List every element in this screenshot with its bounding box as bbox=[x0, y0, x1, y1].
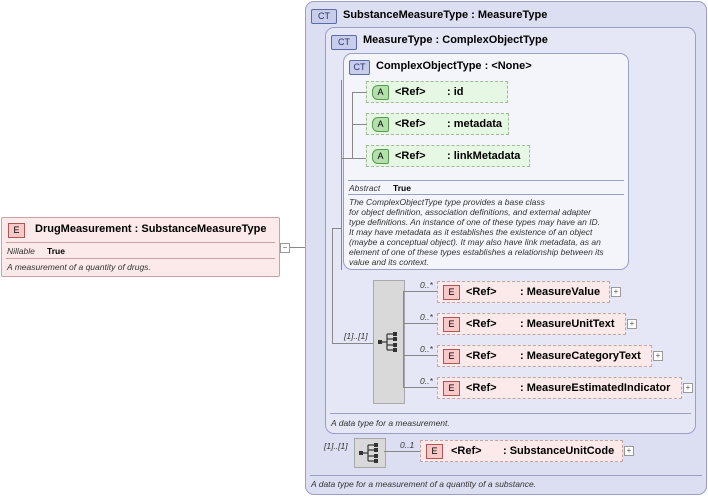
expand-toggle[interactable]: + bbox=[653, 351, 663, 361]
attribute-id[interactable]: A <Ref> : id bbox=[366, 81, 508, 103]
element-badge: E bbox=[8, 223, 25, 238]
connector-line bbox=[332, 343, 374, 344]
complex-object-type-title: ComplexObjectType : <None> bbox=[376, 60, 532, 72]
element-substance-unit-code[interactable]: E <Ref> : SubstanceUnitCode bbox=[420, 440, 623, 462]
sequence-cardinality: [1]..[1] bbox=[324, 441, 348, 451]
expand-toggle[interactable]: + bbox=[683, 383, 693, 393]
element-ref: <Ref> bbox=[466, 318, 497, 330]
element-name: : SubstanceUnitCode bbox=[503, 445, 615, 457]
attribute-ref: <Ref> bbox=[395, 86, 426, 98]
element-badge: E bbox=[443, 381, 460, 396]
connector-line bbox=[403, 387, 437, 388]
substance-measure-type-title: SubstanceMeasureType : MeasureType bbox=[343, 9, 548, 21]
abstract-label: Abstract bbox=[349, 183, 381, 193]
root-element-box[interactable]: E DrugMeasurement : SubstanceMeasureType… bbox=[1, 217, 280, 277]
attribute-badge: A bbox=[372, 85, 389, 100]
separator bbox=[6, 258, 275, 259]
connector-line bbox=[332, 228, 333, 343]
attribute-badge: A bbox=[372, 149, 389, 164]
separator bbox=[348, 180, 624, 181]
attribute-link-metadata[interactable]: A <Ref> : linkMetadata bbox=[366, 145, 530, 167]
connector-line bbox=[332, 228, 342, 229]
connector-line bbox=[341, 158, 367, 159]
attribute-name: : metadata bbox=[447, 118, 503, 130]
sequence-compositor[interactable] bbox=[373, 280, 405, 404]
element-badge: E bbox=[426, 444, 443, 459]
complex-type-badge: CT bbox=[349, 60, 370, 75]
complex-object-type-description-line: element of one of these types establishe… bbox=[349, 247, 604, 257]
connector-line bbox=[403, 355, 437, 356]
sequence-compositor[interactable] bbox=[354, 438, 386, 468]
root-element-name: DrugMeasurement : SubstanceMeasureType bbox=[35, 223, 266, 235]
connector-line bbox=[341, 80, 342, 270]
complex-object-type-description-line: type definitions. An instance of one of … bbox=[349, 217, 601, 227]
separator bbox=[330, 413, 691, 414]
connector-line bbox=[352, 92, 367, 93]
element-cardinality: 0..* bbox=[420, 376, 433, 386]
separator bbox=[310, 475, 702, 476]
connector-line bbox=[403, 323, 437, 324]
measure-type-description: A data type for a measurement. bbox=[331, 418, 450, 428]
substance-measure-type-description: A data type for a measurement of a quant… bbox=[311, 479, 537, 489]
connector-line bbox=[352, 92, 353, 158]
connector-line bbox=[352, 124, 367, 125]
element-name: : MeasureCategoryText bbox=[520, 350, 641, 362]
element-badge: E bbox=[443, 349, 460, 364]
complex-type-badge: CT bbox=[331, 35, 357, 50]
element-name: : MeasureEstimatedIndicator bbox=[520, 382, 671, 394]
sequence-cardinality: [1]..[1] bbox=[344, 331, 368, 341]
element-cardinality: 0..1 bbox=[400, 440, 415, 450]
element-name: : MeasureValue bbox=[520, 286, 601, 298]
root-element-type: : SubstanceMeasureType bbox=[134, 223, 267, 235]
connector-line bbox=[403, 291, 437, 292]
complex-object-type-description-line: value and its context. bbox=[349, 257, 429, 267]
element-badge: E bbox=[443, 317, 460, 332]
attribute-name: : linkMetadata bbox=[447, 150, 521, 162]
measure-type-title: MeasureType : ComplexObjectType bbox=[363, 34, 548, 46]
element-cardinality: 0..* bbox=[420, 312, 433, 322]
element-measure-category-text[interactable]: E <Ref> : MeasureCategoryText bbox=[437, 345, 652, 367]
nillable-value: True bbox=[47, 246, 65, 256]
complex-object-type-description-line: The ComplexObjectType type provides a ba… bbox=[349, 197, 545, 207]
element-measure-value[interactable]: E <Ref> : MeasureValue bbox=[437, 281, 610, 303]
abstract-value: True bbox=[393, 183, 411, 193]
element-badge: E bbox=[443, 285, 460, 300]
complex-object-type-description-line: (maybe a conceptual object). It may also… bbox=[349, 237, 601, 247]
complex-object-type-description-line: for object definition, association defin… bbox=[349, 207, 591, 217]
expand-toggle[interactable]: − bbox=[280, 243, 290, 253]
element-name: : MeasureUnitText bbox=[520, 318, 615, 330]
connector-line bbox=[403, 291, 404, 387]
attribute-ref: <Ref> bbox=[395, 118, 426, 130]
expand-toggle[interactable]: + bbox=[627, 319, 637, 329]
root-element-description: A measurement of a quantity of drugs. bbox=[7, 262, 151, 272]
attribute-badge: A bbox=[372, 117, 389, 132]
attribute-name: : id bbox=[447, 86, 464, 98]
element-ref: <Ref> bbox=[466, 350, 497, 362]
nillable-label: Nillable bbox=[7, 246, 35, 256]
connector-line bbox=[290, 247, 314, 248]
complex-object-type-description-line: It may have metadata as it establishes t… bbox=[349, 227, 593, 237]
sequence-icon bbox=[378, 332, 397, 352]
separator bbox=[348, 194, 624, 195]
element-measure-estimated-indicator[interactable]: E <Ref> : MeasureEstimatedIndicator bbox=[437, 377, 682, 399]
element-measure-unit-text[interactable]: E <Ref> : MeasureUnitText bbox=[437, 313, 626, 335]
connector-line bbox=[384, 451, 420, 452]
complex-type-badge: CT bbox=[311, 9, 337, 24]
expand-toggle[interactable]: + bbox=[611, 287, 621, 297]
root-element-label: DrugMeasurement bbox=[35, 223, 132, 235]
element-cardinality: 0..* bbox=[420, 344, 433, 354]
element-ref: <Ref> bbox=[451, 445, 482, 457]
attribute-metadata[interactable]: A <Ref> : metadata bbox=[366, 113, 509, 135]
sequence-icon bbox=[359, 443, 378, 463]
element-cardinality: 0..* bbox=[420, 280, 433, 290]
expand-toggle[interactable]: + bbox=[624, 446, 634, 456]
attribute-ref: <Ref> bbox=[395, 150, 426, 162]
element-ref: <Ref> bbox=[466, 382, 497, 394]
separator bbox=[6, 242, 275, 243]
element-ref: <Ref> bbox=[466, 286, 497, 298]
